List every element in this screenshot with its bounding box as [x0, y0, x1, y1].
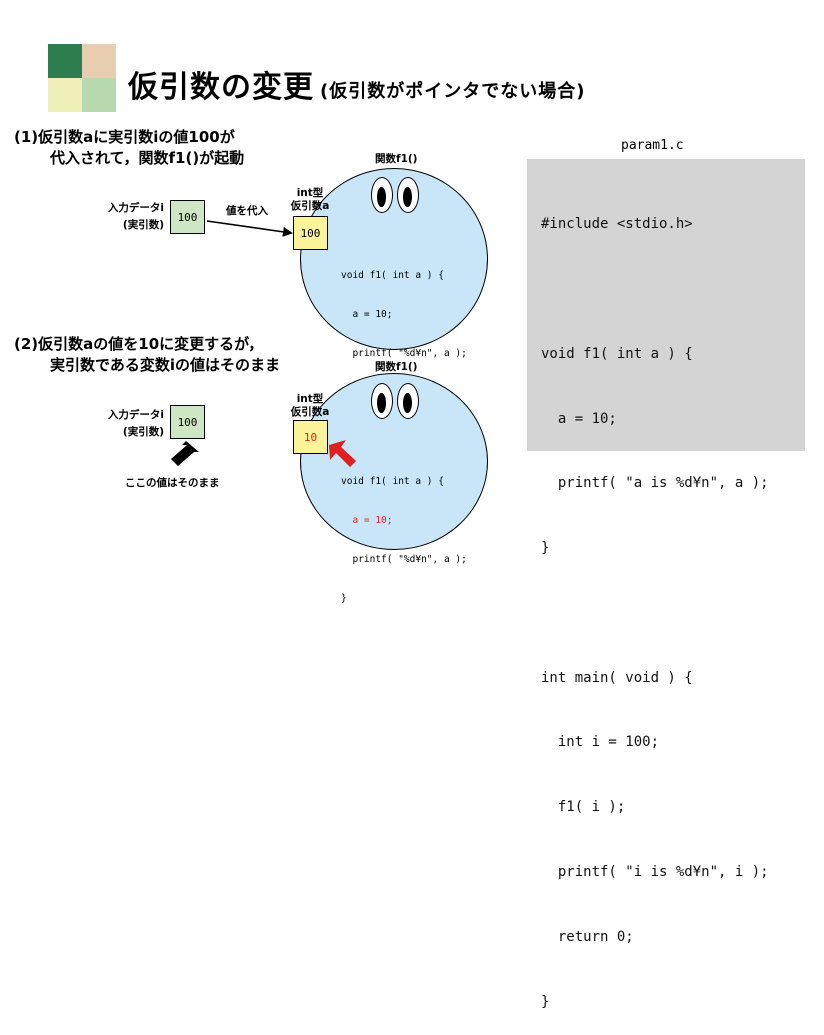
- section1-code-line: a = 10;: [341, 309, 393, 320]
- code-line: #include <stdio.h>: [541, 216, 693, 233]
- section2-heading-line1: (2)仮引数aの値を10に変更するが，: [14, 335, 264, 353]
- section2-left-eye: [371, 383, 393, 419]
- section2-unchanged-label: ここの値はそのまま: [125, 477, 220, 489]
- code-line: }: [541, 540, 550, 557]
- section2-actual-arg-box: 100: [170, 405, 205, 439]
- section1-left-eye: [371, 177, 393, 213]
- section1-input-label: 入力データi (実引数): [98, 200, 164, 234]
- section2-function-code: void f1( int a ) { a = 10; printf( "%d¥n…: [341, 449, 467, 618]
- section2-param-box: 10: [293, 420, 328, 454]
- code-line: int main( void ) {: [541, 669, 693, 686]
- section2-code-line-highlight: a = 10;: [341, 515, 393, 526]
- title-sub: (仮引数がポインタでない場合): [320, 81, 586, 102]
- section2-param-label-line2: 仮引数a: [290, 406, 330, 418]
- section2-code-line: void f1( int a ) {: [341, 476, 444, 487]
- title-main: 仮引数の変更: [128, 70, 314, 105]
- section1-param-value: 100: [300, 226, 321, 240]
- section2-input-label-line1: 入力データi: [107, 409, 164, 421]
- section1-input-label-line2: (実引数): [122, 219, 164, 231]
- code-filename: param1.c: [621, 138, 684, 153]
- section2-heading: (2)仮引数aの値を10に変更するが， 実引数である変数iの値はそのまま: [14, 334, 280, 376]
- section2-actual-value: 100: [177, 415, 198, 429]
- code-line: printf( "a is %d¥n", a );: [541, 475, 769, 492]
- section1-heading: (1)仮引数aに実引数iの値100が 代入されて，関数f1()が起動: [14, 127, 244, 169]
- section1-left-pupil: [377, 187, 386, 207]
- section1-right-eye: [397, 177, 419, 213]
- code-line: printf( "i is %d¥n", i );: [541, 864, 769, 880]
- section1-assign-arrow: [206, 220, 293, 237]
- page-title: 仮引数の変更 (仮引数がポインタでない場合): [128, 62, 585, 106]
- section2-right-pupil: [403, 393, 412, 413]
- code-line: return 0;: [541, 928, 634, 945]
- section2-heading-line2: 実引数である変数iの値はそのまま: [50, 356, 280, 374]
- section2-param-value: 10: [303, 430, 318, 444]
- code-line: int i = 100;: [541, 734, 660, 751]
- section1-param-box: 100: [293, 216, 328, 250]
- section2-right-eye: [397, 383, 419, 419]
- section1-param-label-line1: int型: [296, 187, 324, 199]
- section2-input-label-line2: (実引数): [122, 426, 164, 438]
- section1-input-label-line1: 入力データi: [107, 202, 164, 214]
- logo: [48, 44, 118, 114]
- logo-square-1: [48, 44, 82, 78]
- section1-func-label: 関数f1(): [375, 153, 418, 165]
- section2-code-line: }: [341, 593, 347, 604]
- section1-actual-value: 100: [177, 210, 198, 224]
- section2-input-label: 入力データi (実引数): [98, 407, 164, 441]
- section2-left-pupil: [377, 393, 386, 413]
- section2-code-line: printf( "%d¥n", a );: [341, 554, 467, 565]
- code-line: f1( i );: [541, 799, 626, 816]
- code-line: void f1( int a ) {: [541, 345, 693, 362]
- logo-square-2: [82, 44, 116, 78]
- code-line: [541, 279, 769, 301]
- logo-square-3: [48, 78, 82, 112]
- section1-param-label-line2: 仮引数a: [290, 200, 330, 212]
- section2-param-label: int型 仮引数a: [284, 393, 336, 419]
- code-panel: [527, 159, 805, 451]
- section1-arrow-label: 値を代入: [226, 205, 268, 217]
- section2-func-label: 関数f1(): [375, 361, 418, 373]
- logo-square-4: [82, 78, 116, 112]
- code-line: }: [541, 993, 550, 1010]
- section2-param-label-line1: int型: [296, 393, 324, 405]
- code-line: [541, 603, 769, 625]
- section1-actual-arg-box: 100: [170, 200, 205, 234]
- section1-heading-line1: (1)仮引数aに実引数iの値100が: [14, 128, 235, 146]
- section1-code-line: printf( "%d¥n", a );: [341, 348, 467, 359]
- section1-right-pupil: [403, 187, 412, 207]
- code-listing: #include <stdio.h> void f1( int a ) { a …: [541, 171, 769, 1035]
- section2-unchanged-arrow-icon: [171, 441, 199, 466]
- section1-param-label: int型 仮引数a: [284, 187, 336, 213]
- code-line: a = 10;: [541, 410, 617, 427]
- section1-code-line: void f1( int a ) {: [341, 270, 444, 281]
- section1-function-circle: [300, 168, 488, 350]
- section1-heading-line2: 代入されて，関数f1()が起動: [50, 149, 245, 167]
